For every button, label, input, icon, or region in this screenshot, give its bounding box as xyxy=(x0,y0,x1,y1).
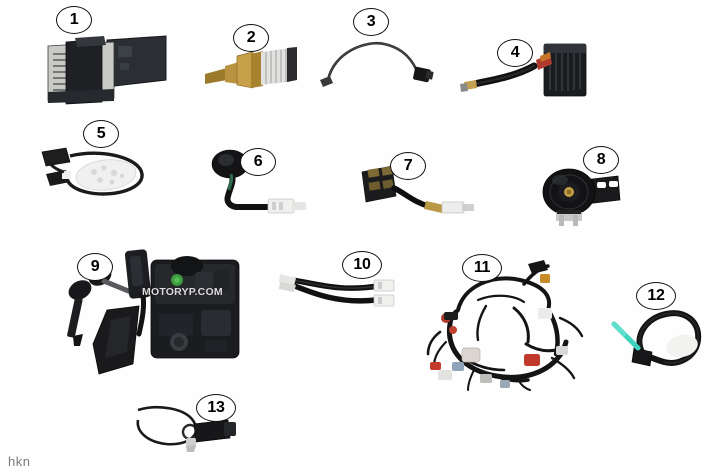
callout-1[interactable]: 1 xyxy=(56,6,92,34)
watermark-text: MOTORYP.COM xyxy=(142,286,223,298)
callout-5[interactable]: 5 xyxy=(83,120,119,148)
callout-13[interactable]: 13 xyxy=(196,394,236,422)
callout-4[interactable]: 4 xyxy=(497,39,533,67)
part-image-ignition-coil-lead xyxy=(318,36,438,88)
callout-2[interactable]: 2 xyxy=(233,24,269,52)
callout-8[interactable]: 8 xyxy=(583,146,619,174)
callout-3[interactable]: 3 xyxy=(353,8,389,36)
callout-11[interactable]: 11 xyxy=(462,254,502,282)
part-image-starter-relay xyxy=(358,160,488,220)
callout-10[interactable]: 10 xyxy=(342,251,382,279)
part-image-battery-cable xyxy=(278,270,403,318)
part-image-voltage-regulator xyxy=(460,40,590,104)
part-image-battery-negative-lead xyxy=(128,402,243,454)
part-image-starter-cable xyxy=(611,290,714,380)
part-image-spark-plug-cap-lead xyxy=(40,142,155,202)
callout-7[interactable]: 7 xyxy=(390,152,426,180)
callout-6[interactable]: 6 xyxy=(240,148,276,176)
footer-label: hkn xyxy=(8,454,31,469)
callout-9[interactable]: 9 xyxy=(77,253,113,281)
part-image-ignition-switch-lock-set xyxy=(55,248,250,393)
part-image-horn xyxy=(540,166,635,232)
part-image-main-wiring-harness xyxy=(420,258,600,393)
part-image-cdi-unit xyxy=(44,32,174,105)
callout-12[interactable]: 12 xyxy=(636,282,676,310)
part-image-ignition-coil-assembly xyxy=(206,149,321,216)
part-image-temperature-sensor xyxy=(205,44,301,94)
